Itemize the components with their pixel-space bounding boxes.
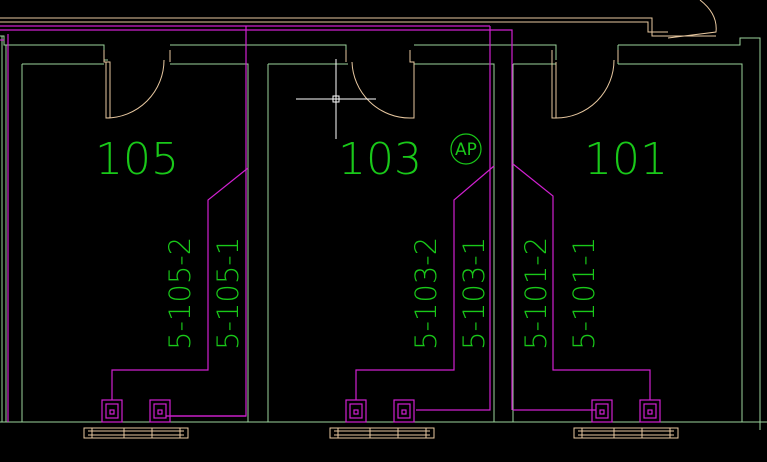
cable-runs (0, 25, 651, 422)
doors (103, 50, 619, 119)
top-frame-lines (0, 0, 717, 39)
door-105 (103, 50, 171, 119)
outlet-103-2 (345, 399, 367, 423)
room-number-105: 105 (95, 134, 179, 185)
circuit-label-105-1: 5-105-1 (211, 237, 245, 350)
door-103 (345, 50, 415, 119)
outlet-101-1 (639, 399, 661, 423)
circuit-label-105-2: 5-105-2 (163, 237, 197, 350)
outlet-101-2 (591, 399, 613, 423)
circuit-label-101-2: 5-101-2 (519, 237, 553, 350)
circuit-label-103-1: 5-103-1 (457, 237, 491, 350)
window-symbols (83, 427, 679, 439)
access-point-label: AP (455, 140, 477, 160)
circuit-label-103-2: 5-103-2 (409, 237, 443, 350)
circuit-label-101-1: 5-101-1 (567, 237, 601, 350)
outlets (101, 399, 661, 423)
access-point-symbol: AP (450, 133, 482, 165)
room-number-101: 101 (584, 134, 668, 185)
crosshair-cursor-icon[interactable] (296, 59, 376, 139)
outlet-105-2 (101, 399, 123, 423)
outlet-103-1 (393, 399, 415, 423)
outlet-105-1 (149, 399, 171, 423)
door-101 (551, 50, 619, 119)
room-number-103: 103 (338, 134, 422, 185)
walls (0, 35, 767, 430)
